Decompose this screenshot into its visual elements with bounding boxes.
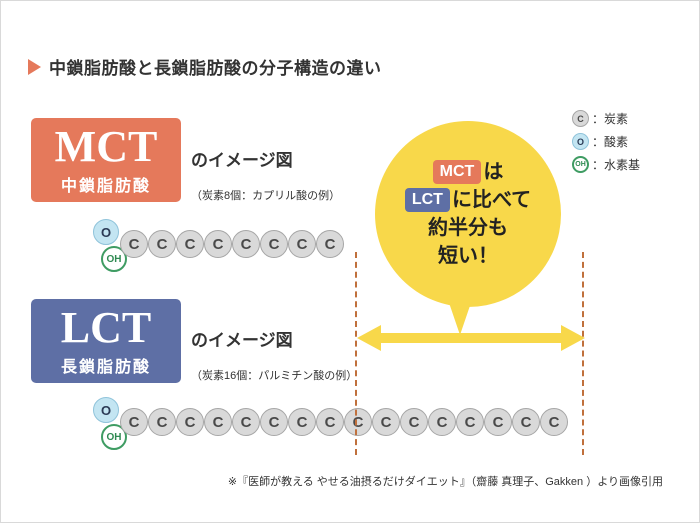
mct-badge: MCT	[432, 160, 482, 184]
mct-end-dashed-line	[355, 252, 357, 455]
carbon-atom: C	[372, 408, 400, 436]
carbon-atom: C	[400, 408, 428, 436]
atom-legend: C ：炭素 O ：酸素 OH ：水素基	[572, 110, 640, 173]
lct-end-dashed-line	[582, 252, 584, 455]
bubble-text-after-mct: は	[483, 160, 504, 183]
carbon-atom: C	[204, 230, 232, 258]
carbon-atom: C	[260, 408, 288, 436]
carbon-atom: C	[288, 230, 316, 258]
carbon-atom: C	[316, 408, 344, 436]
speech-bubble: MCT は LCT に比べて 約半分も 短い！	[375, 121, 561, 307]
bubble-line-1: MCT は	[432, 160, 504, 185]
page-title: 中鎖脂肪酸と長鎖脂肪酸の分子構造の違い	[49, 59, 382, 78]
carbon-atom: C	[232, 408, 260, 436]
page-title-row: 中鎖脂肪酸と長鎖脂肪酸の分子構造の違い	[28, 54, 382, 79]
legend-item-carbon: C ：炭素	[572, 110, 640, 127]
bubble-line-3: 約半分も	[428, 216, 508, 239]
mct-note: （炭素8個：カプリル酸の例）	[191, 190, 341, 202]
bubble-line-4: 短い！	[438, 244, 498, 267]
lct-name: 長鎖脂肪酸	[60, 358, 151, 376]
legend-item-oxygen: O ：酸素	[572, 133, 640, 150]
carbon-atom: C	[204, 408, 232, 436]
length-comparison-arrow	[357, 325, 585, 351]
carbon-atom: C	[260, 230, 288, 258]
mct-name: 中鎖脂肪酸	[60, 177, 151, 195]
title-triangle-icon	[28, 58, 41, 75]
carbon-atom: C	[148, 408, 176, 436]
carbon-atom: C	[120, 408, 148, 436]
lct-oxygen-atom: O	[93, 397, 119, 423]
carbon-atom: C	[120, 230, 148, 258]
mct-caption: のイメージ図	[191, 151, 293, 170]
carbon-atom: C	[512, 408, 540, 436]
carbon-atom: C	[176, 230, 204, 258]
carbon-atom: C	[456, 408, 484, 436]
carbon-atom: C	[148, 230, 176, 258]
legend-label-hydroxyl: ：水素基	[592, 158, 641, 172]
carbon-atom: C	[176, 408, 204, 436]
lct-abbr: LCT	[60, 302, 152, 352]
mct-abbr: MCT	[54, 121, 158, 171]
lct-hydroxyl-atom: OH	[101, 424, 127, 450]
carbon-atom: C	[316, 230, 344, 258]
lct-caption: のイメージ図	[191, 331, 293, 350]
carbon-atom: C	[540, 408, 568, 436]
carbon-legend-icon: C	[572, 110, 589, 127]
bubble-line-2: LCT に比べて	[404, 188, 532, 213]
hydroxyl-legend-icon: OH	[572, 156, 589, 173]
legend-item-hydroxyl: OH ：水素基	[572, 156, 640, 173]
carbon-atom: C	[232, 230, 260, 258]
carbon-atom: C	[288, 408, 316, 436]
mct-oxygen-atom: O	[93, 219, 119, 245]
carbon-atom: C	[344, 408, 372, 436]
carbon-atom: C	[428, 408, 456, 436]
carbon-atom: C	[484, 408, 512, 436]
bubble-text-after-lct: に比べて	[451, 188, 532, 211]
lct-badge: LCT	[404, 188, 450, 212]
lct-box: LCT 長鎖脂肪酸	[31, 299, 181, 383]
legend-label-carbon: ：炭素	[592, 112, 629, 126]
image-citation: ※『医師が教える やせる油摂るだけダイエット』（齋藤 真理子、Gakken ）よ…	[227, 476, 663, 488]
legend-label-oxygen: ：酸素	[592, 135, 629, 149]
oxygen-legend-icon: O	[572, 133, 589, 150]
mct-box: MCT 中鎖脂肪酸	[31, 118, 181, 202]
lct-note: （炭素16個：パルミチン酸の例）	[191, 370, 358, 382]
